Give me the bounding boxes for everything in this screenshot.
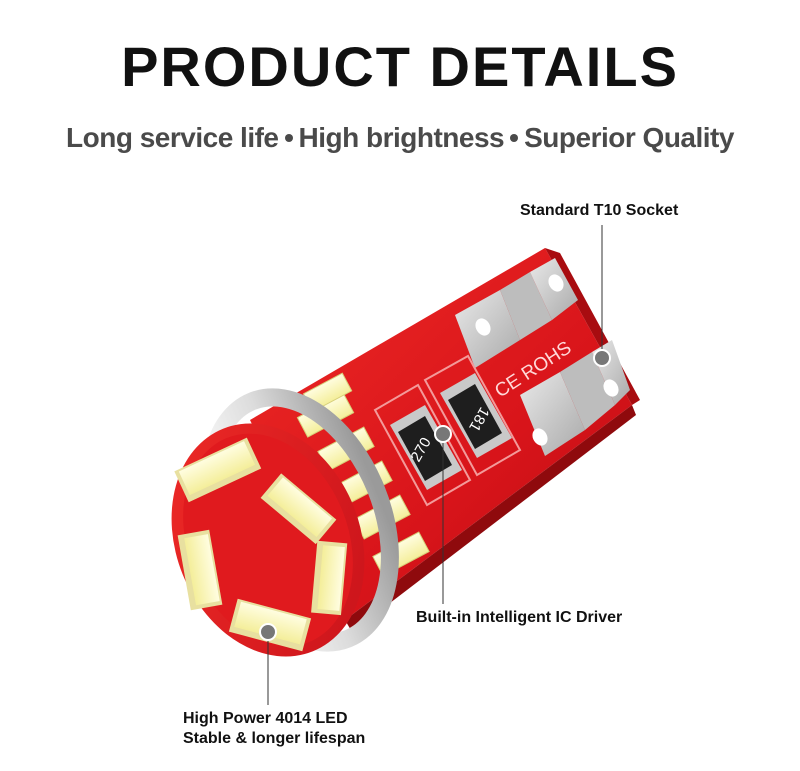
callout-led-label: High Power 4014 LED Stable & longer life… [183, 709, 365, 749]
ic-driver-components [373, 354, 522, 507]
socket-contacts [455, 258, 630, 456]
feature-item: High brightness [298, 122, 505, 153]
bullet-icon [284, 133, 293, 142]
callout-socket-label: Standard T10 Socket [520, 202, 679, 219]
callout-leaders [259, 225, 611, 705]
page-title: PRODUCT DETAILS [121, 35, 679, 98]
callout-led-line2: Stable & longer lifespan [183, 730, 366, 747]
feature-item: Long service life [66, 122, 279, 153]
callout-led-line1: High Power 4014 LED [183, 710, 348, 727]
feature-item: Superior Quality [524, 122, 734, 153]
feature-list: Long service life High brightness Superior… [0, 122, 800, 154]
front-led-chips [174, 437, 348, 652]
bullet-icon [510, 133, 519, 142]
callout-ic-driver-label: Built-in Intelligent IC Driver [416, 609, 623, 626]
